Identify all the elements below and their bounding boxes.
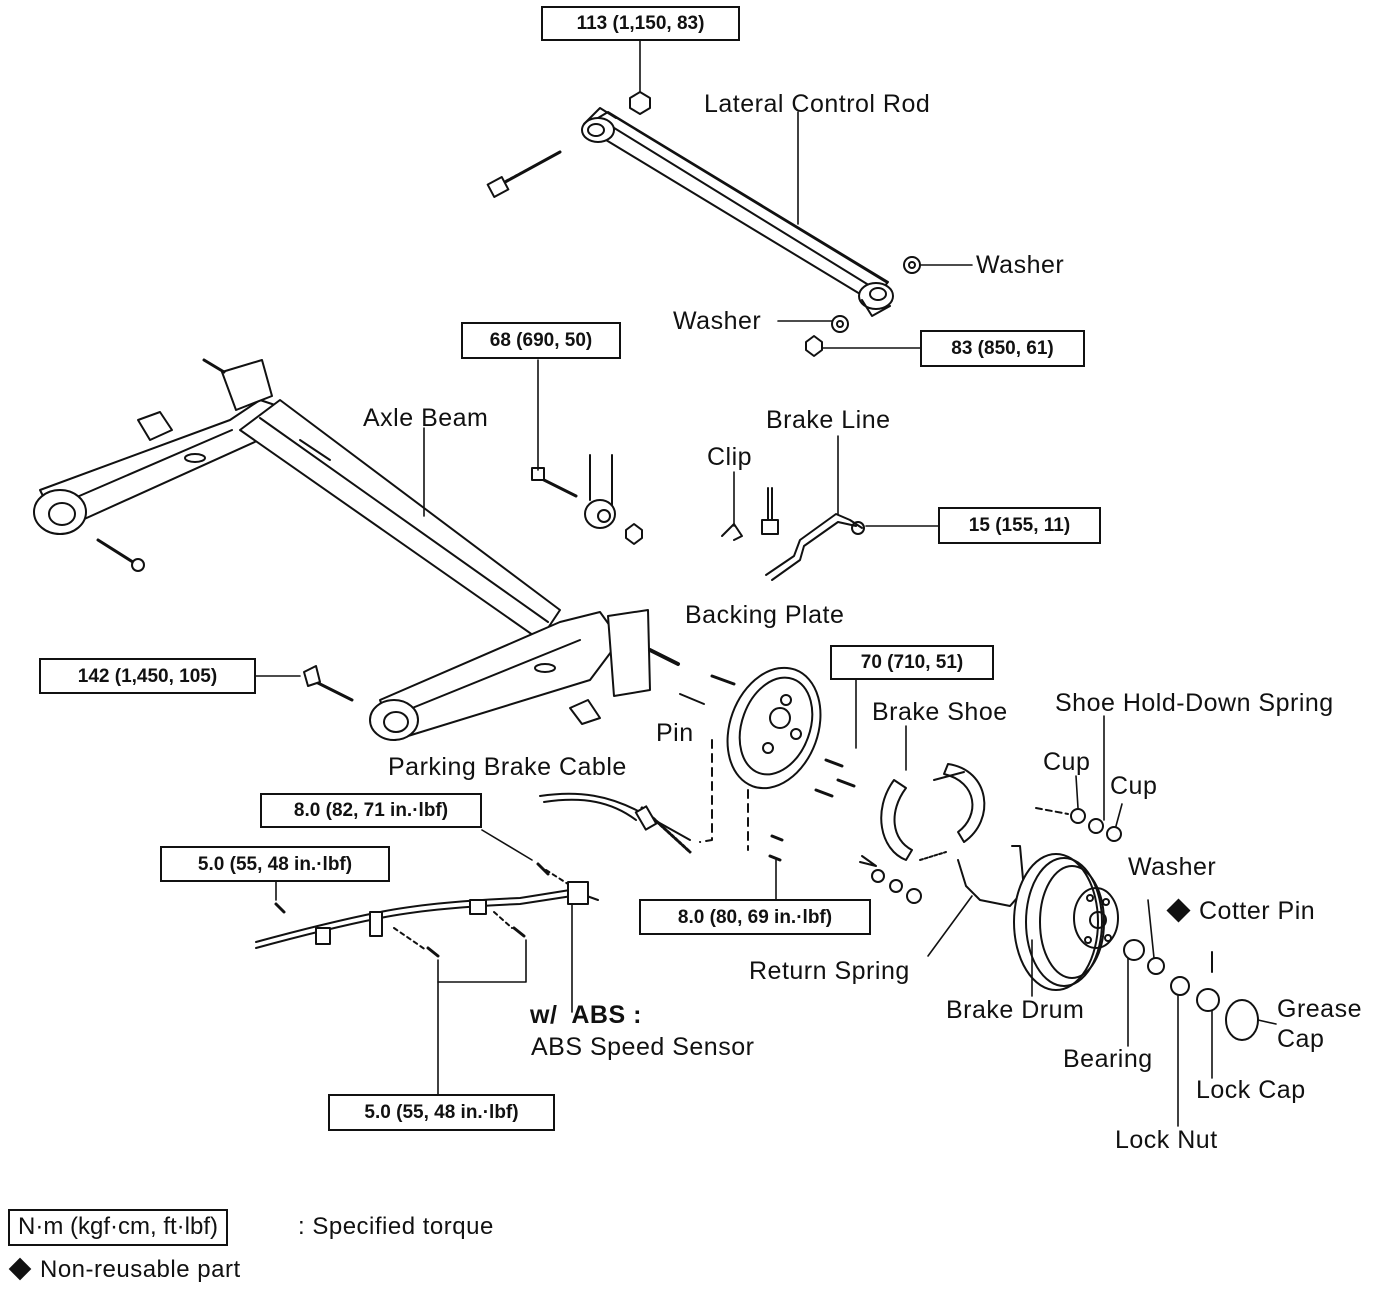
torque-box-brake-line: 15 (155, 11)	[938, 507, 1101, 544]
label-washer-lower: Washer	[673, 307, 762, 335]
label-cotter-pin-text: Cotter Pin	[1199, 897, 1316, 925]
label-cup-right: Cup	[1110, 772, 1158, 800]
backing-plate-drawing	[679, 666, 856, 862]
label-backing-plate: Backing Plate	[685, 601, 845, 629]
brake-shoe-drawing	[859, 763, 1025, 907]
label-parking-brake-cable: Parking Brake Cable	[388, 753, 627, 781]
legend-diamond-icon	[8, 1257, 32, 1280]
label-axle-beam: Axle Beam	[363, 404, 489, 432]
leader-lines	[255, 39, 1277, 1127]
torque-box-axle-mid-bolt: 68 (690, 50)	[461, 322, 621, 359]
torque-box-lateral-rod-top: 113 (1,150, 83)	[541, 6, 740, 41]
torque-box-backing-plate: 70 (710, 51)	[830, 645, 994, 680]
torque-box-sensor-bracket: 5.0 (55, 48 in.·lbf)	[328, 1094, 555, 1131]
label-lock-nut: Lock Nut	[1115, 1126, 1218, 1154]
abs-sensor-drawing	[255, 862, 599, 958]
torque-box-lateral-rod-end: 83 (850, 61)	[920, 330, 1085, 367]
label-cotter-pin: Cotter Pin	[1166, 897, 1316, 925]
label-grease-cap-line1: Grease	[1277, 995, 1362, 1023]
label-brake-shoe: Brake Shoe	[872, 698, 1008, 726]
label-cup-left: Cup	[1043, 748, 1091, 776]
hub-hardware-drawing	[1013, 807, 1259, 1041]
legend-unit-box: N·m (kgf·cm, ft·lbf)	[8, 1209, 228, 1246]
torque-box-cable-clamp: 5.0 (55, 48 in.·lbf)	[160, 846, 390, 882]
torque-box-backing-small-bolt: 8.0 (80, 69 in.·lbf)	[639, 899, 871, 935]
label-brake-drum: Brake Drum	[946, 996, 1085, 1024]
label-shoe-hold-down-spring: Shoe Hold-Down Spring	[1055, 689, 1334, 717]
label-washer-hub: Washer	[1128, 853, 1217, 881]
torque-box-sensor-bolt: 8.0 (82, 71 in.·lbf)	[260, 793, 482, 828]
label-lateral-control-rod: Lateral Control Rod	[704, 90, 931, 118]
label-lock-cap: Lock Cap	[1196, 1076, 1306, 1104]
axle-beam-drawing	[33, 358, 680, 741]
brake-line-drawing	[721, 487, 865, 581]
label-clip: Clip	[707, 443, 753, 471]
label-abs-speed-sensor: ABS Speed Sensor	[531, 1033, 755, 1061]
shock-mount-drawing	[531, 454, 643, 545]
non-reusable-diamond-icon	[1166, 898, 1191, 923]
label-grease-cap-line2: Cap	[1277, 1025, 1325, 1053]
torque-box-axle-pivot-bolt: 142 (1,450, 105)	[39, 658, 256, 694]
label-brake-line: Brake Line	[766, 406, 891, 434]
parking-brake-cable-drawing	[539, 792, 692, 854]
label-pin: Pin	[656, 719, 694, 747]
label-return-spring: Return Spring	[749, 957, 910, 985]
legend-non-reusable: Non-reusable part	[8, 1256, 241, 1283]
label-washer-upper: Washer	[976, 251, 1065, 279]
label-bearing: Bearing	[1063, 1045, 1153, 1073]
legend-specified-torque: : Specified torque	[298, 1213, 494, 1240]
label-abs-heading: w/ ABS :	[530, 1001, 642, 1029]
legend-non-reusable-text: Non-reusable part	[40, 1256, 241, 1283]
